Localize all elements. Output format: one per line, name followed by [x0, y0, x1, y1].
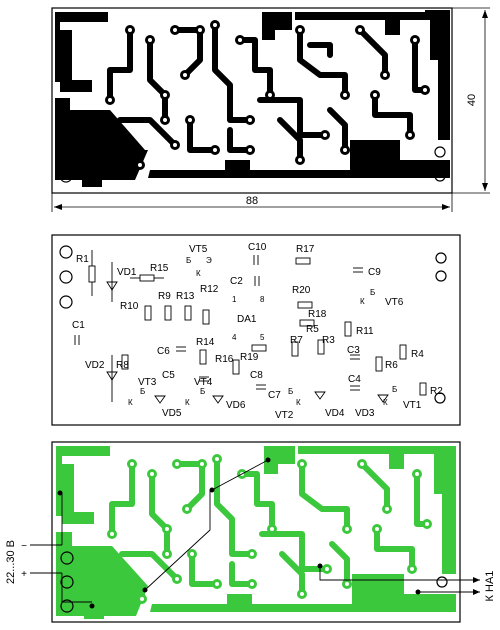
copper-ground-right: [295, 12, 450, 140]
label-r4: R4: [411, 349, 424, 360]
label-c10: C10: [248, 242, 267, 253]
output-label: К НА1: [484, 571, 496, 602]
label-r20: R20: [292, 285, 311, 296]
width-dimension-label: 88: [246, 195, 258, 207]
label-vd6: VD6: [226, 400, 246, 411]
svg-text:Б: Б: [370, 288, 375, 297]
label-vd2: VD2: [85, 360, 105, 371]
supply-plus-label: +: [21, 569, 27, 580]
label-r3: R3: [322, 335, 335, 346]
label-c6: C6: [157, 346, 170, 357]
panel-component-layout: R1 VD1 R15 VT5 C10 R17 C2 C9 R20 VT6 R10…: [51, 234, 461, 426]
svg-text:Э: Э: [206, 256, 212, 265]
label-c1: C1: [72, 320, 85, 331]
panel-copper-black: 40 88: [51, 7, 490, 212]
svg-text:К: К: [128, 398, 133, 407]
label-r5: R5: [306, 324, 319, 335]
label-r12: R12: [200, 284, 219, 295]
svg-text:К: К: [383, 398, 388, 407]
label-vt2: VT2: [275, 410, 294, 421]
label-c2: C2: [230, 276, 243, 287]
copper-ground-left: [55, 98, 148, 180]
copper-area-left: [56, 532, 148, 616]
label-vt3: VT3: [138, 377, 157, 388]
label-r18: R18: [308, 309, 327, 320]
label-vt5: VT5: [189, 244, 208, 255]
label-r10: R10: [120, 301, 139, 312]
component-labels: R1 VD1 R15 VT5 C10 R17 C2 C9 R20 VT6 R10…: [72, 242, 443, 421]
label-c9: C9: [368, 267, 381, 278]
supply-voltage-label: 22...30 В: [5, 540, 17, 584]
copper-area-right: [298, 446, 456, 574]
label-r9: R9: [158, 291, 171, 302]
label-da1: DA1: [237, 314, 257, 325]
label-vd4: VD4: [325, 408, 345, 419]
svg-text:Б: Б: [186, 256, 191, 265]
label-r19: R19: [240, 352, 259, 363]
label-vt1: VT1: [403, 400, 422, 411]
supply-minus-label: −: [21, 541, 27, 552]
panel-copper-green: 22...30 В − + К НА1: [5, 441, 496, 623]
label-r8: R8: [116, 360, 129, 371]
label-c4: C4: [348, 374, 361, 385]
svg-text:К: К: [185, 398, 190, 407]
label-c5: C5: [162, 370, 175, 381]
height-dimension-label: 40: [466, 94, 478, 106]
label-c3: C3: [347, 345, 360, 356]
label-r14: R14: [196, 337, 215, 348]
label-r15: R15: [150, 263, 169, 274]
label-r6: R6: [385, 360, 398, 371]
svg-text:К: К: [196, 269, 201, 278]
svg-text:Б: Б: [200, 387, 205, 396]
label-r16: R16: [215, 354, 234, 365]
label-r11: R11: [356, 326, 374, 337]
label-vd1: VD1: [117, 267, 137, 278]
svg-text:Б: Б: [140, 387, 145, 396]
label-vt6: VT6: [385, 297, 404, 308]
label-c8: C8: [250, 370, 263, 381]
label-r2: R2: [430, 386, 443, 397]
svg-text:К: К: [296, 398, 301, 407]
svg-text:Б: Б: [288, 387, 293, 396]
board-outline-middle: [51, 234, 461, 426]
label-r13: R13: [176, 291, 195, 302]
label-r17: R17: [296, 244, 315, 255]
svg-text:5: 5: [260, 333, 265, 342]
label-r1: R1: [76, 254, 89, 265]
svg-text:8: 8: [260, 295, 265, 304]
label-vt4: VT4: [194, 377, 213, 388]
label-vd5: VD5: [162, 408, 182, 419]
svg-text:К: К: [360, 297, 365, 306]
svg-text:1: 1: [232, 295, 237, 304]
label-r7: R7: [290, 335, 303, 346]
svg-text:Б: Б: [392, 385, 397, 394]
svg-text:4: 4: [232, 333, 237, 342]
dimension-lines: [51, 7, 490, 212]
label-vd3: VD3: [355, 408, 375, 419]
label-c7: C7: [268, 390, 281, 401]
